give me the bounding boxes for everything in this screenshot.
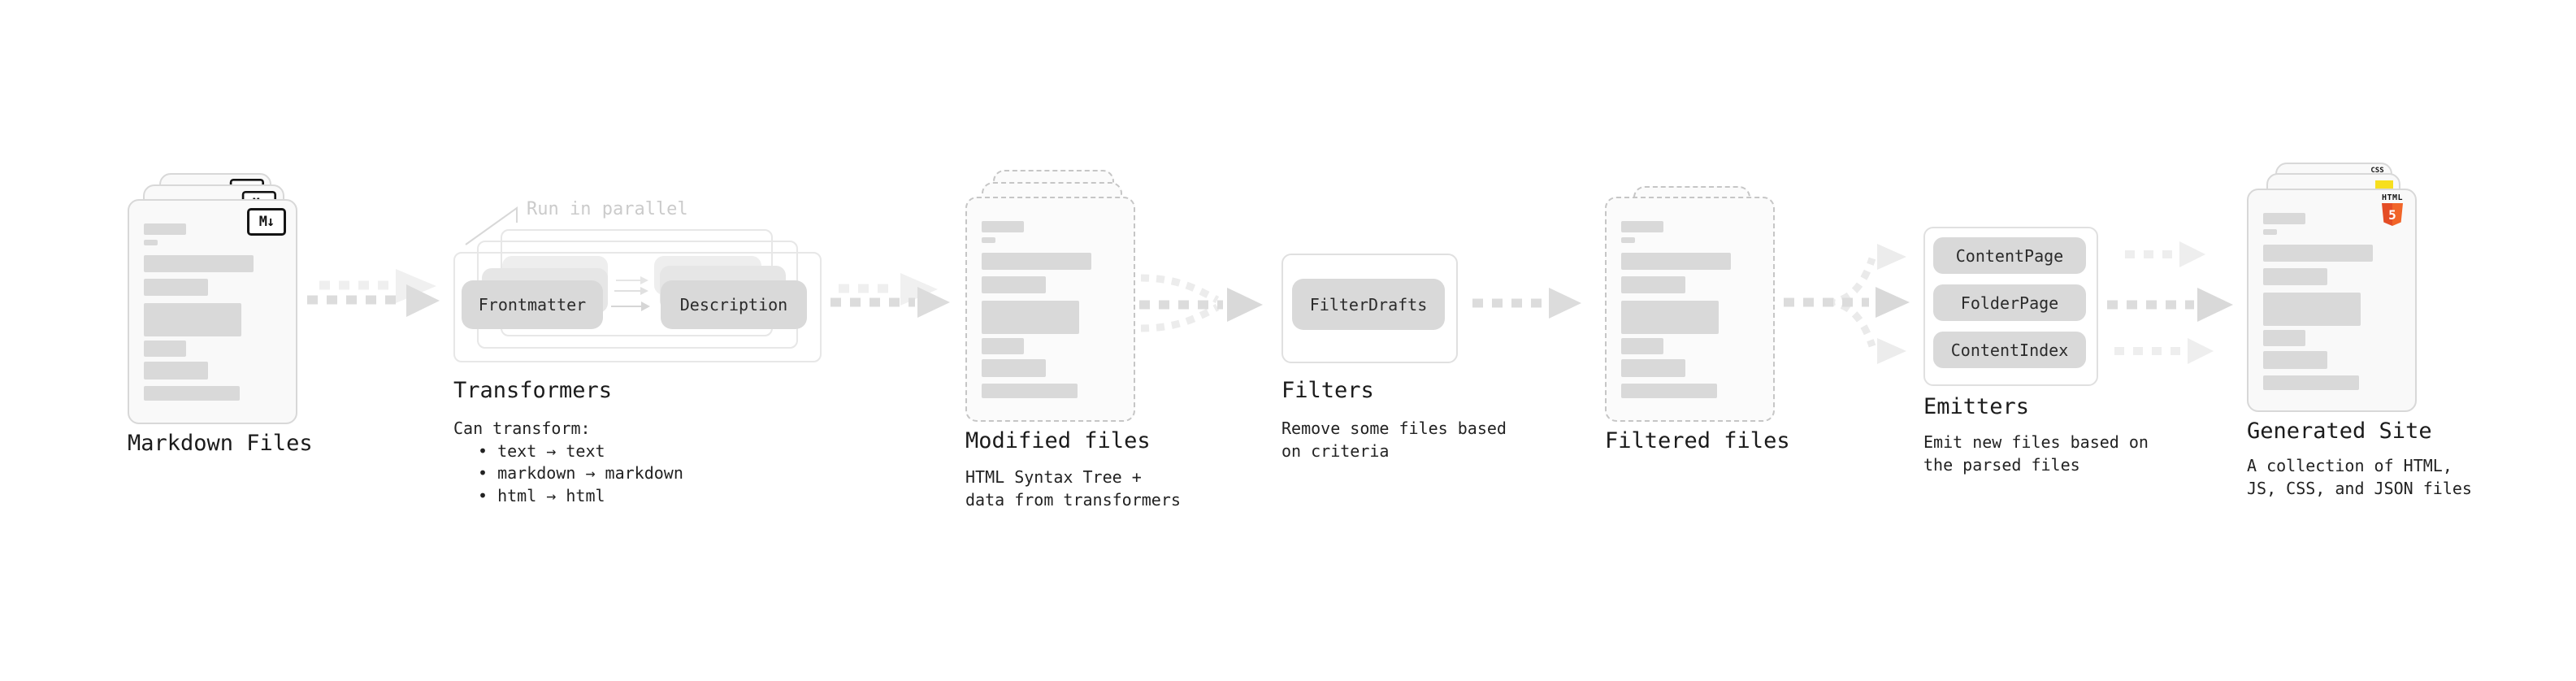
text-line-bar xyxy=(1621,276,1686,293)
node-contentindex: ContentIndex xyxy=(1933,332,2086,368)
node-folderpage: FolderPage xyxy=(1933,284,2086,321)
emit-arrow-middle xyxy=(2107,288,2233,322)
js-icon xyxy=(2375,180,2393,190)
stage-title: Generated Site xyxy=(2247,419,2432,444)
stage-description-line: on criteria xyxy=(1281,440,1390,461)
text-line-bar xyxy=(982,276,1047,293)
text-line-bar xyxy=(2263,293,2361,326)
file-card-front: HTML 5 xyxy=(2247,189,2417,412)
stage-description: Emit new files based on the parsed files xyxy=(1923,432,2149,476)
text-line-bar xyxy=(144,279,209,296)
stage-description: Remove some files based on criteria xyxy=(1281,418,1507,462)
text-line-bar xyxy=(982,338,1025,354)
html5-icon-label: HTML xyxy=(2381,193,2404,202)
flow-arrow-filters-to-filtered xyxy=(1472,288,1581,319)
parallel-box-front xyxy=(453,252,822,362)
text-line-bar xyxy=(2263,268,2328,285)
html5-icon: HTML 5 xyxy=(2376,194,2409,226)
text-line-bar xyxy=(982,359,1047,377)
merge-arrow-modified-to-filters xyxy=(1139,274,1263,332)
stage-title: Modified files xyxy=(965,428,1151,453)
text-line-bar xyxy=(982,237,995,243)
stage-title: Filters xyxy=(1281,378,1374,403)
document-skeleton-lines xyxy=(1607,198,1773,398)
text-line-bar xyxy=(144,240,158,245)
text-line-bar xyxy=(144,255,254,272)
text-line-bar xyxy=(982,253,1092,270)
html5-icon-number: 5 xyxy=(2388,206,2396,223)
emit-arrow-bottom xyxy=(2114,338,2214,364)
stage-description-line: Can transform: xyxy=(453,419,591,438)
parallel-mini-arrows xyxy=(611,276,650,311)
text-line-bar xyxy=(1621,384,1718,398)
stage-title: Transformers xyxy=(453,378,613,403)
stage-description-line: A collection of HTML, xyxy=(2247,456,2452,475)
file-card-front xyxy=(965,197,1135,422)
node-filterdrafts: FilterDrafts xyxy=(1292,279,1445,330)
document-skeleton-lines xyxy=(2249,190,2415,390)
html5-icon-shield: 5 xyxy=(2382,203,2403,226)
text-line-bar xyxy=(982,221,1025,232)
text-line-bar xyxy=(1621,301,1719,334)
text-line-bar xyxy=(982,384,1078,398)
stage-title: Markdown Files xyxy=(128,431,313,456)
stage-description-line: the parsed files xyxy=(1923,454,2080,475)
document-skeleton-lines xyxy=(129,201,296,401)
stage-description: Can transform: • text → text • markdown … xyxy=(453,418,683,507)
stage-title: Filtered files xyxy=(1605,428,1790,453)
run-in-parallel-annotation: Run in parallel xyxy=(527,199,688,219)
node-contentpage: ContentPage xyxy=(1933,237,2086,274)
stage-description-line: Emit new files based on xyxy=(1923,432,2149,452)
parallel-callout-line xyxy=(465,206,518,245)
stage-description-line: data from transformers xyxy=(965,489,1181,510)
text-line-bar xyxy=(1621,338,1664,354)
text-line-bar xyxy=(2263,245,2374,262)
text-line-bar xyxy=(1621,237,1635,243)
node-frontmatter: Frontmatter xyxy=(462,280,603,329)
text-line-bar xyxy=(144,303,241,336)
flow-arrow-markdown-to-transformers xyxy=(307,269,440,317)
text-line-bar xyxy=(2263,351,2328,369)
text-line-bar xyxy=(144,223,187,235)
text-line-bar xyxy=(144,386,241,401)
text-line-bar xyxy=(144,340,187,357)
stage-description-line: • markdown → markdown xyxy=(478,463,683,483)
text-line-bar xyxy=(982,301,1079,334)
markdown-icon-text: M↓ xyxy=(258,214,275,230)
text-line-bar xyxy=(2263,375,2360,390)
stage-description-line: • text → text xyxy=(478,440,605,461)
stage-description-line: Remove some files based xyxy=(1281,419,1507,438)
stage-description-line: JS, CSS, and JSON files xyxy=(2247,478,2472,498)
emit-arrow-top xyxy=(2125,241,2205,267)
stage-description-line: • html → html xyxy=(478,485,605,505)
node-description: Description xyxy=(661,280,807,329)
flow-arrow-transformers-to-modified xyxy=(830,273,950,318)
text-line-bar xyxy=(2263,330,2306,346)
text-line-bar xyxy=(144,362,209,380)
document-skeleton-lines xyxy=(967,198,1134,398)
stage-description: A collection of HTML, JS, CSS, and JSON … xyxy=(2247,455,2472,500)
stage-description: HTML Syntax Tree + data from transformer… xyxy=(965,466,1181,511)
text-line-bar xyxy=(2263,229,2277,235)
text-line-bar xyxy=(1621,253,1732,270)
file-card-front: M↓ xyxy=(128,199,297,424)
text-line-bar xyxy=(2263,213,2306,224)
markdown-icon: M↓ xyxy=(247,208,286,236)
text-line-bar xyxy=(1621,221,1664,232)
file-card-front xyxy=(1605,197,1775,422)
stage-title: Emitters xyxy=(1923,394,2030,419)
split-arrow-filtered-to-emitters xyxy=(1784,244,1910,364)
css-icon-text: CSS xyxy=(2370,167,2384,175)
text-line-bar xyxy=(1621,359,1686,377)
stage-description-line: HTML Syntax Tree + xyxy=(965,467,1142,487)
